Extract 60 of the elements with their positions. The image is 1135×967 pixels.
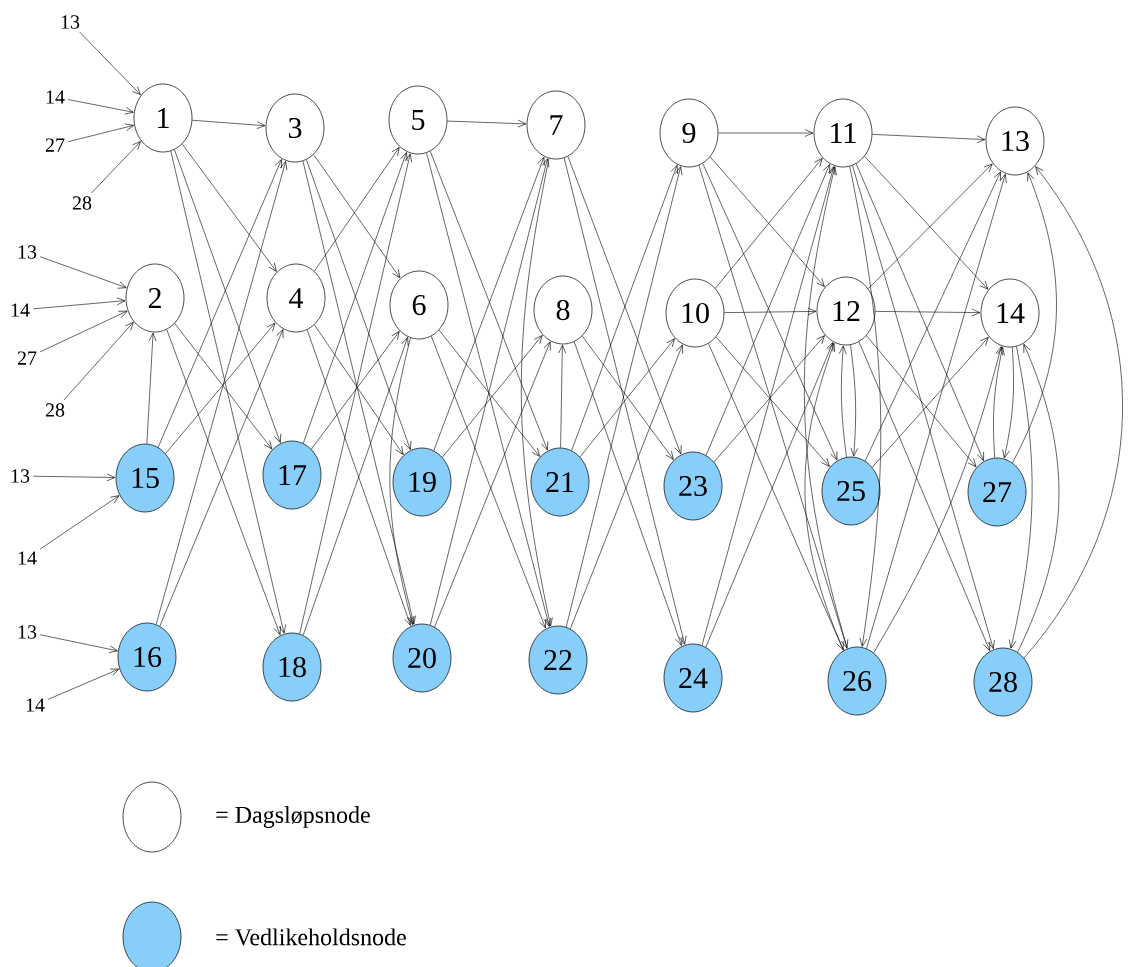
arrow	[47, 668, 120, 700]
arrow	[155, 161, 288, 625]
source-label: 14	[26, 698, 45, 712]
arrow	[447, 119, 527, 128]
arrow	[864, 171, 1001, 462]
arrow	[63, 322, 134, 401]
source-label: 14	[46, 90, 65, 104]
arrow	[558, 344, 567, 448]
arrow	[1023, 166, 1123, 659]
source-label: 27	[45, 138, 65, 152]
arrow	[39, 495, 120, 550]
source-label: 28	[45, 403, 65, 417]
arrow	[850, 344, 859, 457]
arrow	[852, 165, 995, 650]
arrow	[855, 163, 984, 461]
source-label: 28	[72, 196, 92, 210]
arrow	[724, 307, 817, 316]
source-label: 27	[17, 351, 37, 365]
arrow	[67, 99, 134, 115]
arrow	[1009, 346, 1033, 649]
arrow	[311, 331, 400, 450]
arrow	[849, 166, 882, 647]
arrow	[804, 166, 848, 649]
arrow	[866, 173, 1007, 649]
arrow	[872, 134, 986, 144]
arrow	[32, 473, 116, 482]
arrow	[170, 150, 286, 634]
arrow	[804, 342, 844, 651]
arrow	[67, 123, 134, 142]
source-label: 14	[11, 303, 30, 317]
arrow	[718, 129, 814, 137]
arrow	[838, 345, 847, 458]
arrow	[1012, 172, 1057, 464]
arrow	[858, 341, 991, 651]
source-label: 13	[18, 245, 37, 259]
arrow	[39, 310, 128, 353]
arrow	[192, 119, 266, 129]
arrow	[174, 149, 282, 443]
arrow	[39, 256, 127, 289]
arrow	[146, 332, 157, 445]
arrow	[875, 308, 981, 317]
arrow	[1002, 346, 1014, 459]
legend-text: = Dagsløpsnode	[216, 806, 370, 828]
arrow	[873, 346, 1003, 654]
source-label: 13	[61, 15, 80, 29]
arrow	[181, 143, 277, 272]
arrow	[389, 337, 415, 625]
arrow	[521, 158, 553, 627]
source-label: 14	[18, 551, 37, 565]
arrow	[1017, 343, 1060, 653]
arrow	[91, 141, 141, 194]
source-label: 13	[18, 625, 37, 639]
arrow	[32, 297, 126, 310]
arrow	[314, 324, 404, 455]
source-label: 13	[11, 469, 30, 483]
arrow	[39, 634, 118, 653]
arrow	[79, 31, 141, 96]
legend-text: = Vedlikeholdsnode	[216, 928, 406, 946]
arrow	[993, 346, 1005, 459]
arrow	[157, 159, 282, 448]
